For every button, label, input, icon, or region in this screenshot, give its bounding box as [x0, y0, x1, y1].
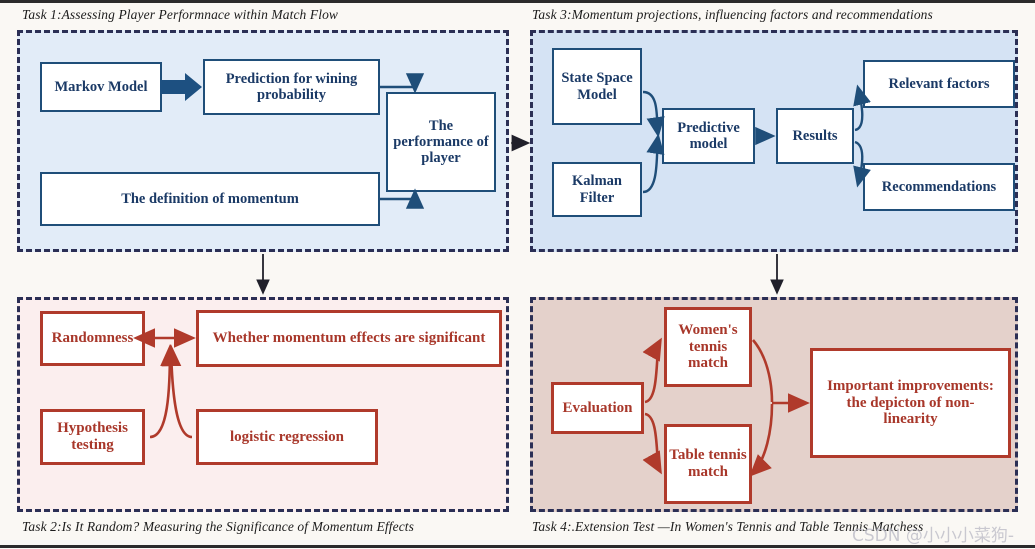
box-label: Relevant factors [888, 75, 990, 92]
box-label: Whether momentum effects are significant [212, 330, 486, 347]
box-label: Table tennis match [669, 447, 747, 480]
box-label: Recommendations [881, 178, 997, 195]
caption-task1: Task 1:Assessing Player Performnace with… [22, 7, 339, 22]
top-rule [0, 0, 1035, 3]
box-hypothesis-testing[interactable]: Hypothesis testing [40, 409, 145, 465]
box-logistic-regression[interactable]: logistic regression [196, 409, 378, 465]
box-state-space-model[interactable]: State Space Model [552, 48, 642, 125]
box-performance-player[interactable]: The performance of player [386, 92, 496, 192]
box-recommendations[interactable]: Recommendations [863, 163, 1015, 211]
box-label: Results [792, 127, 838, 144]
box-label: Women's tennis match [678, 321, 738, 372]
caption-task4: Task 4:.Extension Test —In Women's Tenni… [532, 519, 924, 534]
box-label: Kalman Filter [572, 173, 622, 206]
box-label: Evaluation [562, 399, 633, 416]
watermark: CSDN @小小小菜狗- [852, 526, 1015, 546]
box-label: The definition of momentum [121, 190, 299, 207]
box-randomness[interactable]: Randomness [40, 311, 145, 366]
box-label: Hypothesis testing [57, 420, 128, 453]
box-important-improvements[interactable]: Important improvements: the depicton of … [810, 348, 1011, 458]
caption-task2: Task 2:Is It Random? Measuring the Signi… [22, 519, 415, 534]
box-predictive-model[interactable]: Predictive model [662, 108, 755, 164]
box-prediction-winning[interactable]: Prediction for wining probability [203, 59, 380, 115]
box-label: Predictive model [677, 119, 740, 152]
box-momentum-significant[interactable]: Whether momentum effects are significant [196, 310, 502, 367]
box-label: Prediction for wining probability [225, 70, 358, 103]
caption-task3: Task 3:Momentum projections, influencing… [532, 7, 933, 22]
box-label: Randomness [51, 330, 134, 347]
bottom-rule [0, 545, 1035, 548]
box-label: Important improvements: the depicton of … [827, 377, 994, 428]
box-table-tennis-match[interactable]: Table tennis match [664, 424, 752, 504]
box-label: Markov Model [54, 78, 148, 95]
box-label: logistic regression [229, 428, 345, 445]
box-label: State Space Model [561, 70, 633, 103]
box-evaluation[interactable]: Evaluation [551, 382, 644, 434]
box-relevant-factors[interactable]: Relevant factors [863, 60, 1015, 108]
box-results[interactable]: Results [776, 108, 854, 164]
box-definition-momentum[interactable]: The definition of momentum [40, 172, 380, 226]
box-markov-model[interactable]: Markov Model [40, 62, 162, 112]
box-womens-tennis-match[interactable]: Women's tennis match [664, 307, 752, 387]
box-label: The performance of player [393, 117, 489, 167]
box-kalman-filter[interactable]: Kalman Filter [552, 162, 642, 217]
